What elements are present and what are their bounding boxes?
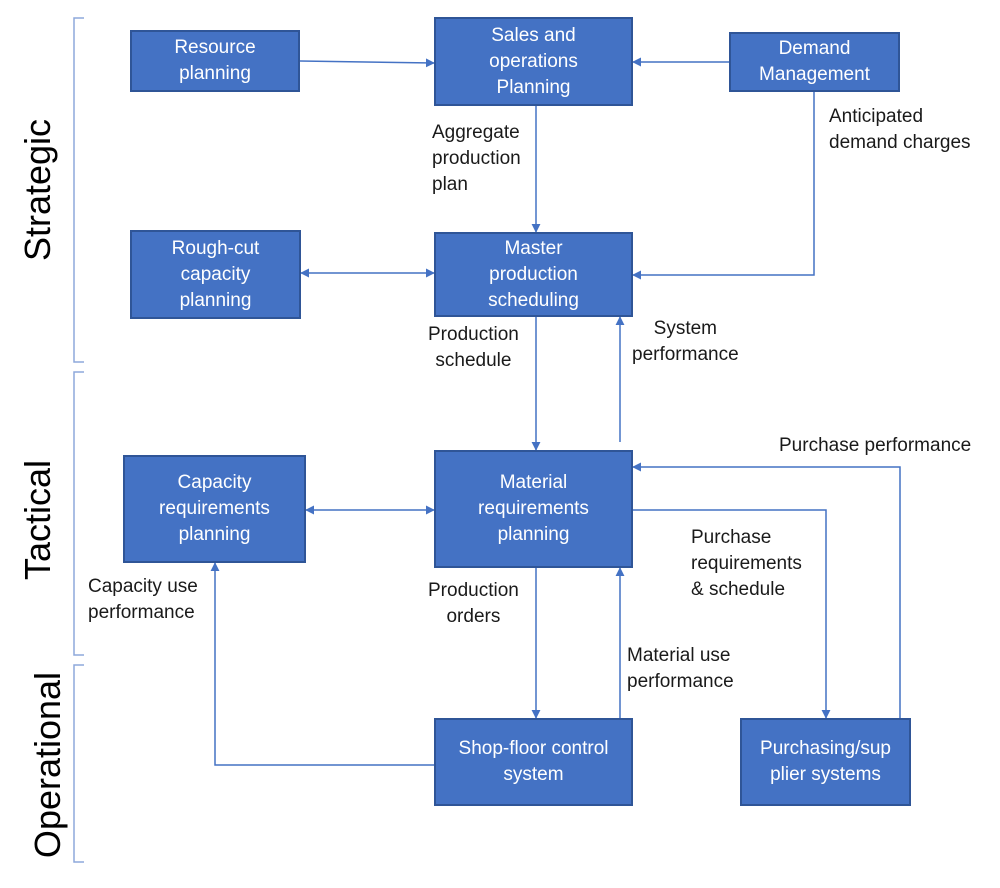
node-resource-planning: Resource planning [130,30,300,92]
node-shop-floor-control-system: Shop-floor control system [434,718,633,806]
arrow-purchasing-to-mrp [632,462,901,718]
label-system-performance: System performance [632,318,739,365]
arrow-resource-to-sop [299,58,435,68]
node-demand-management: Demand Management [729,32,900,92]
node-master-production-scheduling: Master production scheduling [434,232,633,317]
label-capacity-use-performance: Capacity use performance [88,576,198,623]
label-production-orders: Production orders [428,580,519,627]
bracket-strategic [73,17,84,363]
label-aggregate-production-plan: Aggregate production plan [432,122,521,195]
arrow-mrp-to-purchasing [633,509,831,719]
label-purchase-performance: Purchase performance [779,435,972,456]
label-material-use-performance: Material use performance [627,645,734,692]
label-purchase-requirements-schedule: Purchase requirements & schedule [691,527,802,600]
arrow-demand-to-mps [632,92,815,280]
node-capacity-requirements-planning: Capacity requirements planning [123,455,306,563]
node-purchasing-supplier-systems: Purchasing/sup plier systems [740,718,911,806]
label-anticipated-demand-charges: Anticipated demand charges [829,106,971,153]
node-material-requirements-planning: Material requirements planning [434,450,633,568]
node-sales-operations-planning: Sales and operations Planning [434,17,633,106]
section-label-tactical: Tactical [17,459,58,581]
bracket-tactical [73,371,84,656]
section-label-strategic: Strategic [17,118,58,262]
section-label-operational: Operational [27,671,68,859]
label-production-schedule: Production schedule [428,324,519,371]
node-rough-cut-capacity-planning: Rough-cut capacity planning [130,230,301,319]
bracket-operational [73,664,84,863]
arrow-shopfloor-to-crp [210,562,434,766]
